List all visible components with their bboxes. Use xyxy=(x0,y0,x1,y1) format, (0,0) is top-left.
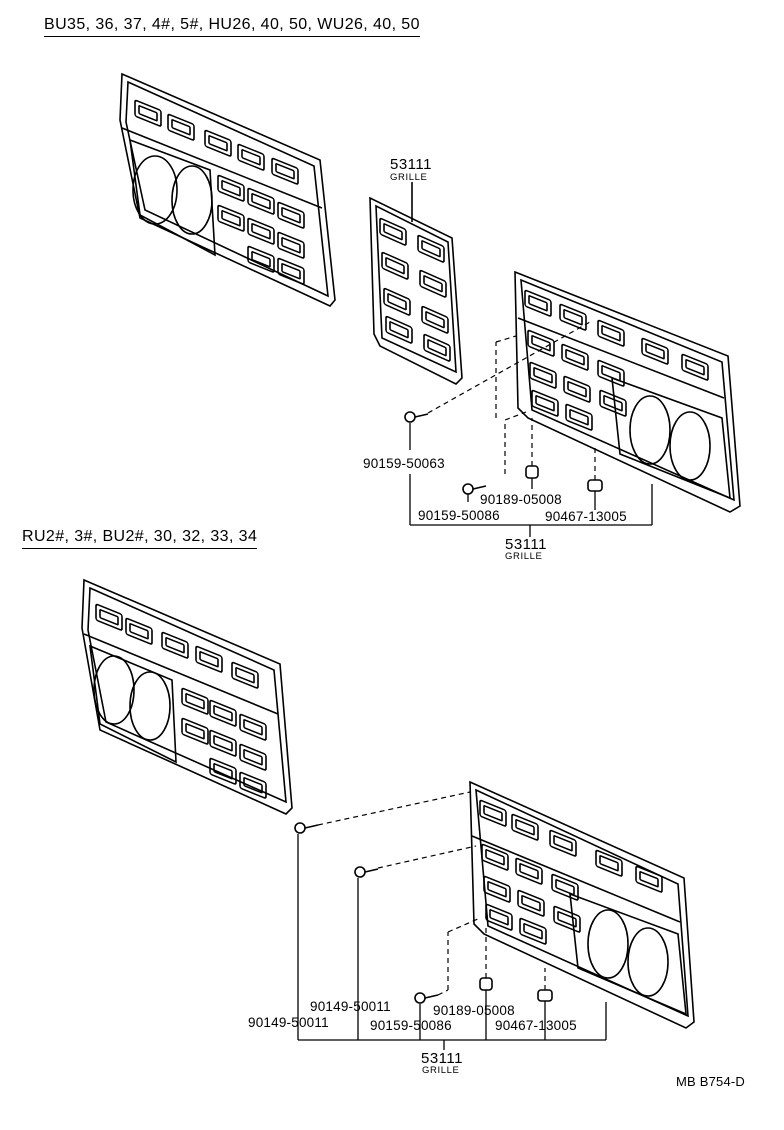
label-bottom-group-number: 53111 xyxy=(421,1050,463,1067)
grille-top-right xyxy=(514,270,741,513)
clip-icon-bottom xyxy=(479,977,493,991)
nut-icon-bottom xyxy=(537,989,553,1002)
screw-icon-bottom-e xyxy=(414,992,439,1004)
label-part-90149-50011-lower: 90149-50011 xyxy=(248,1015,329,1030)
label-part-90159-50086-bottom: 90159-50086 xyxy=(370,1018,452,1033)
label-part-90467-13005-top: 90467-13005 xyxy=(545,509,627,524)
label-bottom-group-name: GRILLE xyxy=(422,1065,460,1076)
grille-bottom-right xyxy=(469,780,695,1029)
screw-icon-bottom-d xyxy=(354,866,379,878)
grille-bottom-left xyxy=(81,578,293,815)
grille-top-left xyxy=(119,72,336,307)
leader-lines-bottom xyxy=(297,834,607,1050)
label-part-90159-50063: 90159-50063 xyxy=(363,456,445,471)
section-top-heading: BU35, 36, 37, 4#, 5#, HU26, 40, 50, WU26… xyxy=(44,17,420,37)
label-part-90467-13005-bottom: 90467-13005 xyxy=(495,1018,577,1033)
label-top-group-number: 53111 xyxy=(505,536,547,553)
label-top-group-name: GRILLE xyxy=(505,551,543,562)
clip-icon-top xyxy=(525,465,539,479)
leader-lines-top xyxy=(409,423,653,537)
section-bottom-heading: RU2#, 3#, BU2#, 30, 32, 33, 34 xyxy=(22,529,258,549)
label-center-grille-number: 53111 xyxy=(390,156,432,173)
screw-icon-top-a xyxy=(404,411,429,423)
nut-icon-top xyxy=(587,479,603,492)
label-part-90189-05008-bottom: 90189-05008 xyxy=(433,1003,515,1018)
figure-code: MB B754-D xyxy=(676,1074,745,1089)
screw-icon-bottom-c xyxy=(294,822,319,834)
label-center-grille-name: GRILLE xyxy=(390,172,428,183)
label-part-90189-05008-top: 90189-05008 xyxy=(480,492,562,507)
dashed-guides-bottom xyxy=(317,791,546,996)
dashed-guides-top xyxy=(427,321,596,480)
label-part-90149-50011-upper: 90149-50011 xyxy=(310,999,391,1014)
label-part-90159-50086-top: 90159-50086 xyxy=(418,508,500,523)
grille-center-insert xyxy=(369,196,463,385)
